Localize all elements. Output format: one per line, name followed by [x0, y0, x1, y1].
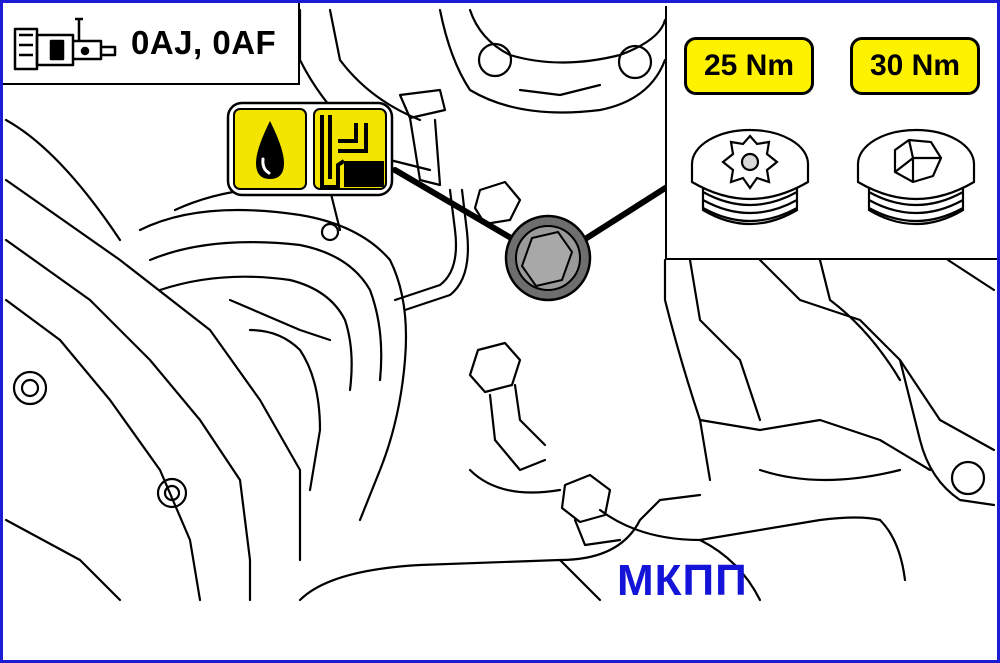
gearbox-code-box: 0AJ, 0AF	[3, 3, 300, 85]
hex-plug-icon	[856, 128, 976, 225]
oil-drop-icon	[233, 108, 307, 190]
drain-plug	[504, 214, 592, 302]
gearbox-icon	[13, 17, 117, 71]
oil-fill-icons	[226, 101, 394, 197]
torque-callout-panel	[665, 6, 997, 260]
torx-plug-icon	[690, 128, 810, 225]
gearbox-code-label: 0AJ, 0AF	[131, 24, 277, 61]
transmission-label: МКПП	[617, 556, 748, 605]
fill-level-icon	[313, 108, 387, 190]
torque-badge-30: 30 Nm	[850, 37, 980, 95]
torque-badge-25: 25 Nm	[684, 37, 814, 95]
